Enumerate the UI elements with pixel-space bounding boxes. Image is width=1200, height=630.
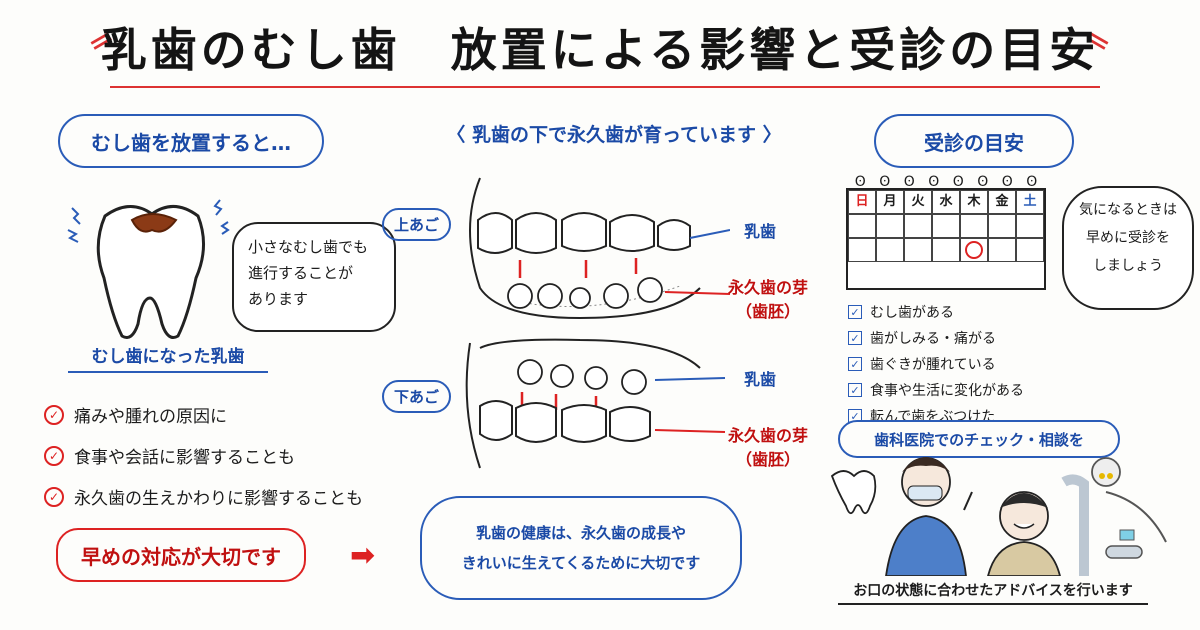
upper-germ-label: 永久歯の芽 （歯胚） (727, 278, 808, 321)
calendar-bubble: 気になるときは 早めに受診を しましょう (1062, 186, 1194, 310)
list-item: ✓食事や生活に変化がある (848, 380, 1024, 400)
left-speech-bubble: 小さなむし歯でも 進行することが あります (232, 222, 396, 332)
cavity-mark (130, 213, 178, 233)
check-icon: ✓ (44, 486, 64, 507)
red-circle-icon (965, 241, 983, 259)
dental-sink-icon (1105, 545, 1143, 559)
upper-tooth-buds (507, 277, 663, 309)
right-heading: 受診の目安 (874, 114, 1074, 168)
checkbox-icon: ✓ (848, 383, 862, 397)
marked-date (960, 238, 988, 262)
center-heading: 〈 乳歯の下で永久歯が育っています 〉 (446, 124, 782, 146)
weekday: 火 (904, 190, 932, 214)
calendar-grid: 日 月 火 水 木 金 土 (848, 190, 1044, 286)
lower-jaw-label: 下あご (382, 380, 452, 413)
jaw-diagram (465, 177, 730, 469)
title-underline (110, 86, 1100, 88)
weekday-sat: 土 (1016, 190, 1044, 214)
list-item: ✓歯ぐきが腫れている (848, 354, 1024, 374)
baby-tooth-pointer-arrows (654, 229, 730, 381)
lower-baby-tooth-label: 乳歯 (744, 370, 777, 389)
check-icon: ✓ (44, 445, 64, 466)
weekday: 月 (876, 190, 904, 214)
weekday-sun: 日 (848, 190, 876, 214)
bubble-line: 小さなむし歯でも (248, 238, 369, 256)
lower-baby-teeth (479, 400, 651, 443)
clinic-illustration (830, 457, 1167, 576)
symptom-checklist: ✓むし歯がある ✓歯がしみる・痛がる ✓歯ぐきが腫れている ✓食事や生活に変化が… (848, 302, 1024, 426)
weekday: 木 (960, 190, 988, 214)
tooth-mascot-icon (830, 470, 877, 515)
arrow-right-icon: ➡ (350, 538, 376, 573)
list-item: ✓永久歯の生えかわりに影響することも (44, 484, 404, 509)
dental-tool-icon (963, 491, 973, 511)
left-heading: むし歯を放置すると… (58, 114, 324, 168)
cloud-note: 乳歯の健康は、永久歯の成長や きれいに生えてくるために大切です (420, 496, 742, 600)
lower-germ-label: 永久歯の芽 （歯胚） (727, 426, 808, 469)
upper-jaw-label: 上あご (382, 208, 452, 241)
dental-light-icon (1091, 457, 1121, 487)
clinic-heading: 歯科医院でのチェック・相談を (838, 420, 1120, 458)
checkbox-icon: ✓ (848, 357, 862, 371)
effects-list: ✓痛みや腫れの原因に ✓食事や会話に影響することも ✓永久歯の生えかわりに影響す… (44, 402, 404, 509)
decayed-tooth-illustration (67, 199, 230, 339)
list-item: ✓食事や会話に影響することも (44, 443, 404, 468)
checkbox-icon: ✓ (848, 331, 862, 345)
tooth-caption: むし歯になった乳歯 (68, 342, 268, 373)
weekday: 水 (932, 190, 960, 214)
upper-baby-tooth-label: 乳歯 (744, 222, 777, 241)
dentist-uniform (885, 515, 967, 576)
page-title: 乳歯のむし歯 放置による影響と受診の目安 (100, 23, 1100, 77)
clinic-caption: お口の状態に合わせたアドバイスを行います (838, 580, 1148, 605)
list-item: ✓むし歯がある (848, 302, 1024, 322)
bubble-line: あります (248, 290, 309, 308)
list-item: ✓歯がしみる・痛がる (848, 328, 1024, 348)
early-action-callout: 早めの対応が大切です (56, 528, 306, 582)
list-item: ✓痛みや腫れの原因に (44, 402, 404, 427)
lower-tooth-buds (517, 359, 647, 395)
germ-pointer-arrows (654, 291, 730, 433)
checkbox-icon: ✓ (848, 305, 862, 319)
bubble-line: 進行することが (248, 264, 354, 282)
upper-baby-teeth (477, 212, 691, 254)
weekday: 金 (988, 190, 1016, 214)
upper-growth-arrows (518, 258, 638, 278)
check-icon: ✓ (44, 404, 64, 425)
